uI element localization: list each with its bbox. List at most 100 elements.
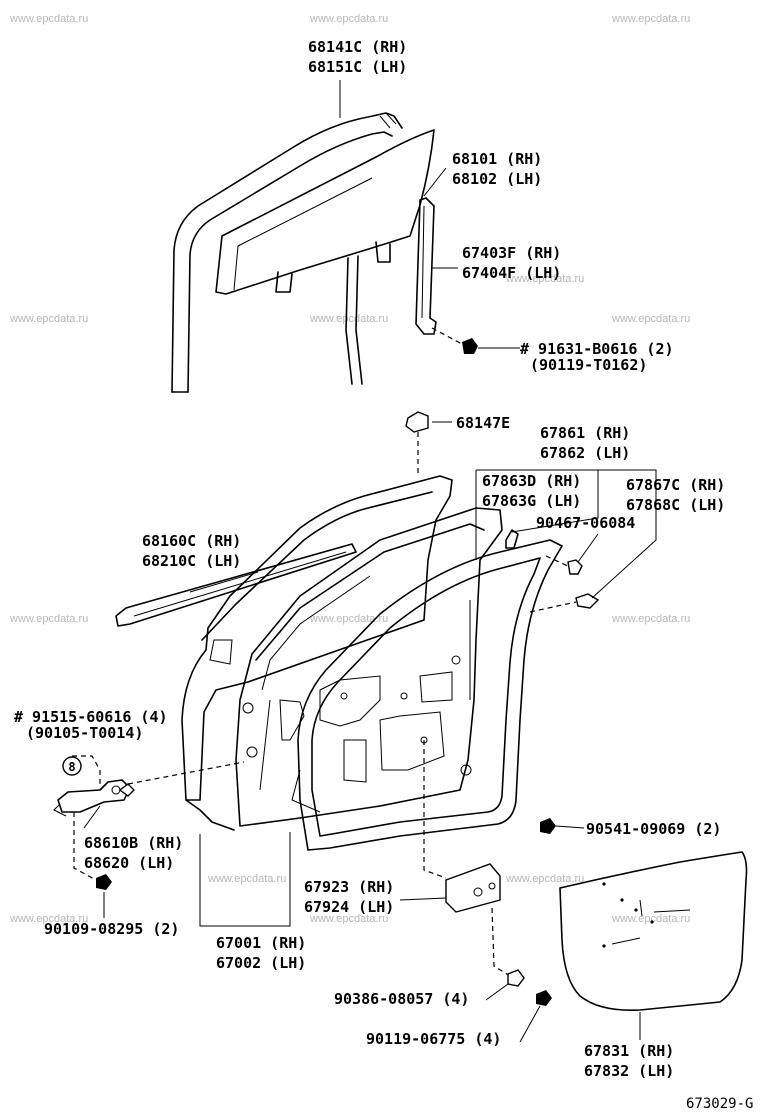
- leader-strip-d: [511, 470, 599, 533]
- watermark: www.epcdata.ru: [309, 13, 388, 25]
- label-strip-c: 67867C (RH) 67868C (LH): [626, 476, 725, 514]
- label-bolt-91631: # 91631-B0616 (2) (90119-T0162): [520, 340, 674, 374]
- part-number: (90119-T0162): [530, 356, 647, 374]
- bolt-90109-drawing: [73, 812, 112, 890]
- watermark: www.epcdata.ru: [9, 13, 88, 25]
- part-number: 68160C (RH): [142, 532, 241, 550]
- watermark: www.epcdata.ru: [309, 313, 388, 325]
- part-number: 90467-06084: [536, 514, 635, 532]
- rear-sash-drawing: [415, 197, 437, 335]
- watermark: www.epcdata.ru: [611, 313, 690, 325]
- label-belt-moulding: 68160C (RH) 68210C (LH): [142, 532, 241, 570]
- part-number: 67862 (LH): [540, 444, 630, 462]
- part-number: 67404F (LH): [462, 264, 561, 282]
- watermark: www.epcdata.ru: [611, 913, 690, 925]
- part-number: (90105-T0014): [26, 724, 143, 742]
- part-number: 90119-06775 (4): [366, 1030, 501, 1048]
- label-pad: 67923 (RH) 67924 (LH): [304, 878, 394, 916]
- part-number: 67867C (RH): [626, 476, 725, 494]
- part-number: 68210C (LH): [142, 552, 241, 570]
- leader-90119: [519, 1005, 541, 1043]
- part-number: 68141C (RH): [308, 38, 407, 56]
- watermark: www.epcdata.ru: [611, 613, 690, 625]
- part-number: 67923 (RH): [304, 878, 394, 896]
- watermark: www.epcdata.ru: [9, 313, 88, 325]
- watermarks: www.epcdata.ru www.epcdata.ru www.epcdat…: [9, 13, 690, 925]
- run-channel-drawing: [171, 112, 403, 393]
- watermark: www.epcdata.ru: [309, 913, 388, 925]
- part-number: 90541-09069 (2): [586, 820, 721, 838]
- part-number: 67001 (RH): [216, 934, 306, 952]
- clip-68147e-drawing: [405, 411, 429, 476]
- label-glass: 68101 (RH) 68102 (LH): [452, 150, 542, 188]
- watermark: www.epcdata.ru: [9, 613, 88, 625]
- label-door-panel: 67001 (RH) 67002 (LH): [216, 934, 306, 972]
- circle-marker-label: 8: [68, 760, 75, 774]
- leader-door-panel: [199, 832, 291, 927]
- label-bolt-90541: 90541-09069 (2): [586, 820, 721, 838]
- weatherstrip-drawing: [297, 539, 563, 851]
- hinge-drawing: [53, 761, 245, 817]
- part-number: 67868C (LH): [626, 496, 725, 514]
- part-number: 67861 (RH): [540, 424, 630, 442]
- part-number: 68620 (LH): [84, 854, 174, 872]
- label-hinge: 68610B (RH) 68620 (LH): [84, 834, 183, 872]
- leader-belt-moulding: [189, 571, 259, 593]
- label-clip-90467: 90467-06084: [536, 514, 635, 532]
- screw-90386-drawing: [507, 969, 525, 987]
- part-number: 90109-08295 (2): [44, 920, 179, 938]
- part-number: 67831 (RH): [584, 1042, 674, 1060]
- leader-90541: [555, 825, 585, 829]
- bolt-91631-drawing: [431, 327, 478, 354]
- part-number: 67403F (RH): [462, 244, 561, 262]
- clip-90467-drawing: [545, 555, 583, 575]
- label-strip-d: 67863D (RH) 67863G (LH): [482, 472, 581, 510]
- label-bolt-90109: 90109-08295 (2): [44, 920, 179, 938]
- part-number: 67863D (RH): [482, 472, 581, 490]
- part-number: 68151C (LH): [308, 58, 407, 76]
- part-number: 68101 (RH): [452, 150, 542, 168]
- part-number: 67924 (LH): [304, 898, 394, 916]
- strip-67863d-drawing: [505, 529, 519, 549]
- bolt-90541-drawing: [540, 818, 556, 834]
- label-screw-90119: 90119-06775 (4): [366, 1030, 501, 1048]
- leader-pad: [399, 897, 447, 901]
- pad-67923-drawing: [423, 740, 511, 977]
- leader-90467: [577, 533, 599, 563]
- label-hinge-bolt: # 91515-60616 (4) (90105-T0014): [14, 708, 168, 742]
- watermark: www.epcdata.ru: [207, 873, 286, 885]
- service-hole-cover-drawing: [559, 851, 748, 1012]
- label-clip: 68147E: [456, 414, 510, 432]
- watermark: www.epcdata.ru: [505, 273, 584, 285]
- diagram-code: 673029-G: [686, 1096, 753, 1112]
- part-number: 67832 (LH): [584, 1062, 674, 1080]
- part-number: 90386-08057 (4): [334, 990, 469, 1008]
- part-number: 68147E: [456, 414, 510, 432]
- label-weatherstrip: 67861 (RH) 67862 (LH): [540, 424, 630, 462]
- part-number: 67002 (LH): [216, 954, 306, 972]
- label-rear-sash: 67403F (RH) 67404F (LH): [462, 244, 561, 282]
- watermark: www.epcdata.ru: [505, 873, 584, 885]
- leader-glass: [423, 167, 447, 197]
- strip-67867c-drawing: [529, 593, 600, 613]
- label-run-channel: 68141C (RH) 68151C (LH): [308, 38, 407, 76]
- watermark: www.epcdata.ru: [611, 13, 690, 25]
- leader-hinge: [83, 805, 101, 829]
- belt-moulding-drawing: [115, 543, 357, 627]
- leader-90386: [485, 983, 509, 1001]
- part-number: # 91631-B0616 (2): [520, 340, 674, 358]
- label-screw-90386: 90386-08057 (4): [334, 990, 469, 1008]
- door-glass-drawing: [215, 129, 435, 385]
- part-number: 68102 (LH): [452, 170, 542, 188]
- label-service-hole-cover: 67831 (RH) 67832 (LH): [584, 1042, 674, 1080]
- watermark: www.epcdata.ru: [309, 613, 388, 625]
- circle-marker: 8: [62, 755, 101, 788]
- door-panel-drawing: [181, 475, 503, 831]
- part-number: 67863G (LH): [482, 492, 581, 510]
- screw-90119-drawing: [536, 990, 552, 1006]
- watermark: www.epcdata.ru: [9, 913, 88, 925]
- part-number: 68610B (RH): [84, 834, 183, 852]
- leader-weatherstrip: [476, 469, 657, 599]
- part-number: # 91515-60616 (4): [14, 708, 168, 726]
